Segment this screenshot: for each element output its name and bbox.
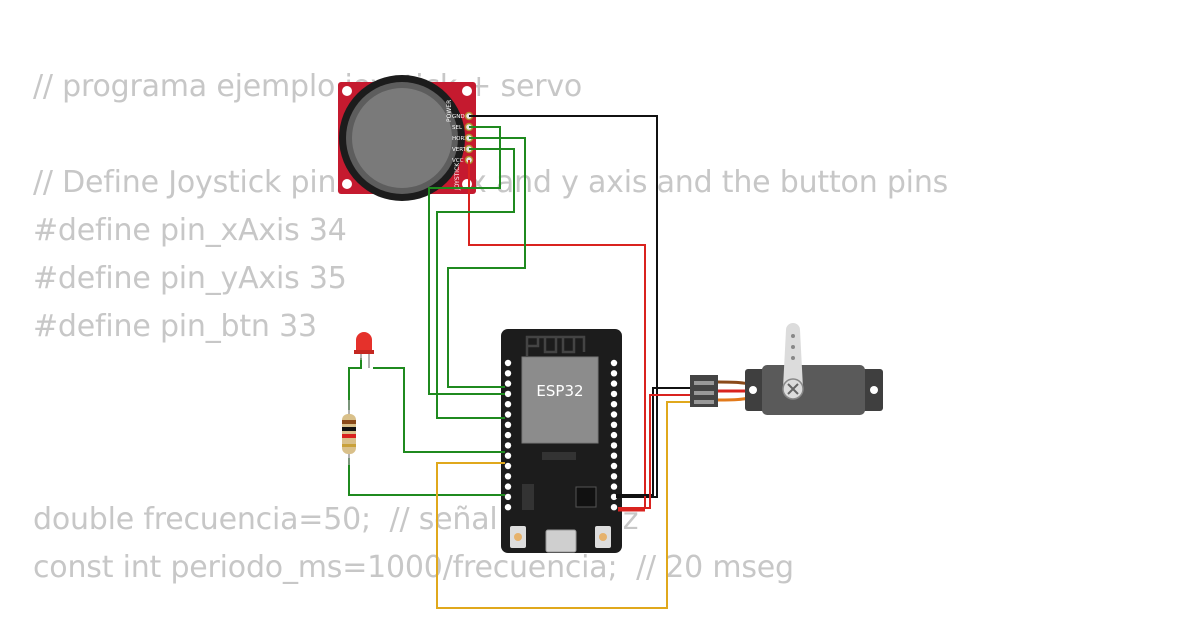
esp32-header-pin[interactable] <box>610 483 618 490</box>
connector-pin <box>694 381 714 385</box>
code-periodo: const int periodo_ms=1000/frecuencia; //… <box>33 550 794 585</box>
joystick-pin-label: HORZ <box>452 136 468 142</box>
horn-hole <box>791 356 795 360</box>
esp32-header-pin[interactable] <box>504 483 512 490</box>
wire-resistor-gnd <box>348 458 505 496</box>
wire-gnd-joystick <box>469 115 658 498</box>
wires <box>348 115 692 609</box>
joystick-pin-label: VERT <box>452 147 467 153</box>
esp32-header-pin[interactable] <box>610 359 618 367</box>
esp32-header-pin[interactable] <box>504 390 512 398</box>
esp32-header-pin[interactable] <box>610 380 618 387</box>
usb-connector <box>545 529 577 553</box>
usb-uart-chip <box>575 486 597 508</box>
code-define-button: #define pin_btn 33 <box>33 309 317 344</box>
mount-hole <box>749 386 757 394</box>
esp32-header-pin[interactable] <box>504 370 512 377</box>
mount-hole <box>342 179 352 189</box>
esp32-chip <box>542 452 576 460</box>
esp32-board[interactable]: ESP32 <box>501 329 622 553</box>
wire-servo-signal <box>436 401 692 609</box>
servo-motor[interactable] <box>690 323 883 415</box>
en-button-cap <box>514 533 522 541</box>
code-define-x-axis: #define pin_xAxis 34 <box>33 213 347 248</box>
esp32-header-pin[interactable] <box>504 411 512 418</box>
joystick-module[interactable]: POWER JOYSTICK GND SEL HORZ VERT VCC <box>338 75 476 201</box>
wire-servo-gnd <box>616 387 692 496</box>
wire-sel <box>428 126 505 395</box>
esp32-header-pin[interactable] <box>504 504 512 511</box>
wire-servo-vcc <box>618 394 692 509</box>
shaft-screw-icon <box>787 383 799 395</box>
boot-button-cap <box>599 533 607 541</box>
esp32-header-pin[interactable] <box>610 431 618 439</box>
resistor-band <box>342 420 356 424</box>
horn-hole <box>791 334 795 338</box>
wire-led-resistor <box>348 358 362 410</box>
mount-hole <box>870 386 878 394</box>
joystick-knob[interactable] <box>352 88 452 188</box>
esp32-shield <box>521 356 599 444</box>
mount-hole <box>462 86 472 96</box>
horn-hole <box>791 345 795 349</box>
esp32-header-pin[interactable] <box>610 390 618 398</box>
esp32-header-pin[interactable] <box>504 493 512 501</box>
esp32-header-pin[interactable] <box>610 421 618 428</box>
esp32-header-pin[interactable] <box>610 504 618 511</box>
joystick-pin-label: GND <box>452 114 465 120</box>
antenna-trace <box>525 335 586 356</box>
esp32-left-pins[interactable] <box>504 359 512 511</box>
joystick-side-label: JOYSTICK <box>454 162 461 191</box>
joystick-side-label: POWER <box>446 100 453 122</box>
code-define-y-axis: #define pin_yAxis 35 <box>33 261 347 296</box>
wire-led <box>373 367 505 453</box>
esp32-right-pins[interactable] <box>610 359 618 511</box>
connector-pin <box>694 391 714 395</box>
joystick-pin-label: VCC <box>452 158 464 164</box>
esp32-header-pin[interactable] <box>504 462 512 470</box>
code-comment-pins: // Define Joystick pins for the x and y … <box>33 165 949 200</box>
servo-horn[interactable] <box>783 323 803 398</box>
connector-pin <box>694 400 714 404</box>
esp32-header-pin[interactable] <box>504 421 512 428</box>
esp32-header-pin[interactable] <box>610 473 618 480</box>
esp32-label: ESP32 <box>536 382 583 400</box>
servo-body <box>762 365 865 415</box>
esp32-header-pin[interactable] <box>504 473 512 480</box>
esp32-header-pin[interactable] <box>504 380 512 387</box>
esp32-header-pin[interactable] <box>610 370 618 377</box>
esp32-header-pin[interactable] <box>610 462 618 470</box>
esp32-header-pin[interactable] <box>610 442 618 449</box>
red-led[interactable] <box>354 332 374 368</box>
resistor-band <box>342 444 356 447</box>
wire-vert <box>436 148 515 419</box>
led-flange <box>354 350 374 354</box>
joystick-pin-label: SEL <box>452 125 463 131</box>
esp32-header-pin[interactable] <box>504 431 512 439</box>
esp32-header-pin[interactable] <box>504 442 512 449</box>
resistor-band <box>342 434 356 438</box>
regulator <box>522 484 534 510</box>
esp32-header-pin[interactable] <box>504 359 512 367</box>
joystick-pin-labels: GND SEL HORZ VERT VCC <box>452 114 468 164</box>
mount-hole <box>342 86 352 96</box>
esp32-header-pin[interactable] <box>610 411 618 418</box>
esp32-header-pin[interactable] <box>610 452 618 459</box>
esp32-header-pin[interactable] <box>610 401 618 408</box>
esp32-header-pin[interactable] <box>610 493 618 501</box>
wire-horz <box>447 137 526 388</box>
resistor-band <box>342 427 356 431</box>
led-body <box>356 332 372 352</box>
resistor[interactable] <box>342 400 356 465</box>
esp32-header-pin[interactable] <box>504 401 512 408</box>
esp32-header-pin[interactable] <box>504 452 512 459</box>
